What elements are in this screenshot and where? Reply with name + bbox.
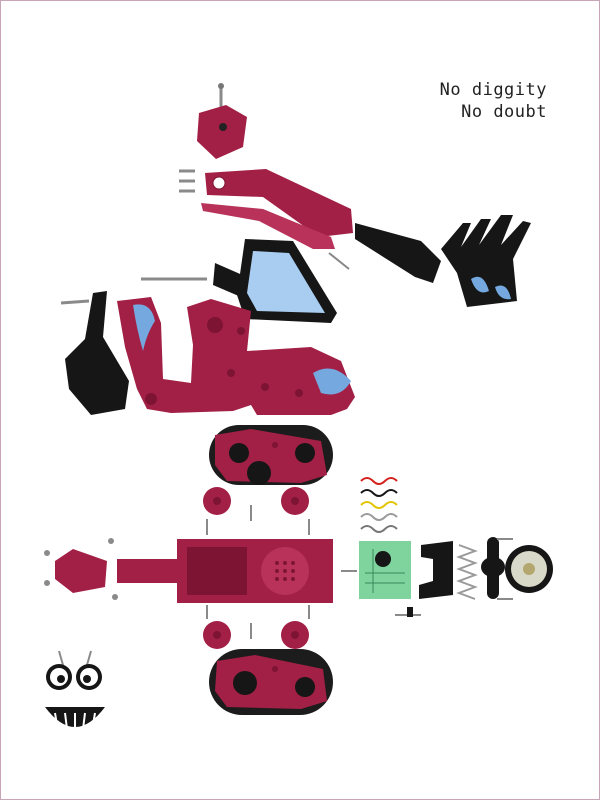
track-icon bbox=[209, 425, 333, 485]
quote-line-1: No diggity bbox=[439, 80, 547, 100]
excavator-cab-icon bbox=[213, 239, 337, 323]
track-icon bbox=[209, 649, 333, 715]
circuit-board-icon bbox=[359, 541, 421, 617]
switch-icon bbox=[481, 537, 513, 600]
top-knob-icon bbox=[197, 83, 247, 159]
spring-icon bbox=[456, 544, 478, 600]
speaker-icon bbox=[505, 545, 553, 593]
upper-arm-icon bbox=[179, 169, 353, 270]
excavator-body-icon bbox=[117, 297, 355, 415]
wheel-icon bbox=[203, 487, 310, 649]
bucket-icon bbox=[60, 291, 129, 415]
poster-quote: No diggity No doubt bbox=[440, 79, 547, 123]
face-icon bbox=[45, 650, 105, 731]
wires-icon bbox=[360, 477, 398, 533]
quote-line-2: No doubt bbox=[461, 102, 547, 122]
claw-arm-icon bbox=[355, 215, 531, 307]
chassis-icon bbox=[44, 538, 357, 603]
bracket-icon bbox=[419, 541, 453, 599]
